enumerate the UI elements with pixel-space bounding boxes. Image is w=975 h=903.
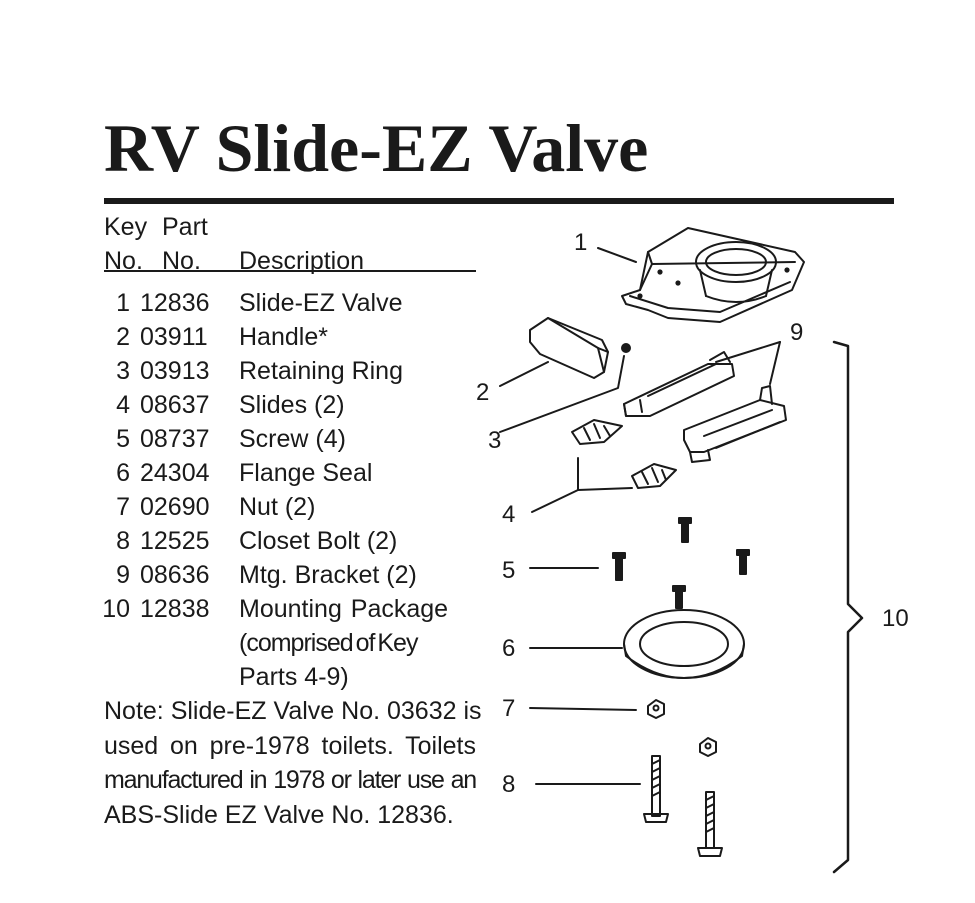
key-number: 5 bbox=[116, 425, 130, 453]
callout-6: 6 bbox=[502, 635, 515, 662]
part-description-continued: Parts 4-9) bbox=[239, 663, 349, 691]
slide-illustration bbox=[631, 463, 677, 489]
part-description: Slides (2) bbox=[239, 391, 345, 419]
brace-mounting-package bbox=[832, 340, 864, 874]
part-description: Mounting Package bbox=[239, 595, 449, 623]
key-number: 7 bbox=[116, 493, 130, 521]
callout-3: 3 bbox=[488, 427, 501, 454]
header-rule bbox=[104, 270, 476, 272]
key-number: 6 bbox=[116, 459, 130, 487]
callout-4: 4 bbox=[502, 501, 515, 528]
handle-illustration bbox=[529, 317, 609, 379]
flange-seal-illustration bbox=[623, 609, 745, 679]
part-description: Mtg. Bracket (2) bbox=[239, 561, 417, 589]
note-paragraph: Note: Slide-EZ Valve No. 03632 is used o… bbox=[104, 694, 482, 832]
part-number: 08737 bbox=[140, 425, 210, 453]
part-number: 08636 bbox=[140, 561, 210, 589]
key-number: 9 bbox=[116, 561, 130, 589]
callout-9: 9 bbox=[790, 319, 803, 346]
part-number: 12525 bbox=[140, 527, 210, 555]
part-description: Nut (2) bbox=[239, 493, 316, 521]
callout-7: 7 bbox=[502, 695, 515, 722]
part-description-continued: (comprised of Key bbox=[239, 629, 418, 657]
note-line: used on pre-1978 toilets. Toilets bbox=[104, 731, 476, 760]
mounting-bracket-illustration bbox=[683, 385, 787, 463]
callout-2: 2 bbox=[476, 379, 489, 406]
key-number: 3 bbox=[116, 357, 130, 385]
part-number: 02690 bbox=[140, 493, 210, 521]
screw-illustration bbox=[612, 517, 750, 609]
part-description: Retaining Ring bbox=[239, 357, 403, 385]
leader-lines bbox=[499, 247, 781, 785]
note-line: ABS-Slide EZ Valve No. 12836. bbox=[104, 800, 454, 829]
part-description: Handle* bbox=[239, 323, 328, 351]
part-number: 12836 bbox=[140, 289, 210, 317]
note-line: Note: Slide-EZ Valve No. 03632 is bbox=[104, 697, 482, 725]
key-number: 2 bbox=[116, 323, 130, 351]
part-number: 03911 bbox=[140, 323, 208, 351]
part-number: 03913 bbox=[140, 357, 210, 385]
part-number: 12838 bbox=[140, 595, 210, 623]
slide-illustration bbox=[571, 419, 623, 445]
part-description: Slide-EZ Valve bbox=[239, 289, 403, 317]
part-description: Flange Seal bbox=[239, 459, 373, 487]
part-number: 08637 bbox=[140, 391, 210, 419]
page-title: RV Slide-EZ Valve bbox=[104, 110, 649, 186]
title-rule bbox=[104, 198, 894, 204]
callout-8: 8 bbox=[502, 771, 515, 798]
key-number: 10 bbox=[102, 595, 130, 623]
exploded-parts-diagram: 1 2 3 4 5 6 7 8 9 10 bbox=[476, 227, 909, 874]
part-description: Screw (4) bbox=[239, 425, 346, 453]
part-description: Closet Bolt (2) bbox=[239, 527, 398, 555]
note-line: manufactured in 1978 or later use an bbox=[104, 766, 477, 794]
nut-illustration bbox=[647, 699, 717, 757]
header-part-label: Part bbox=[162, 213, 208, 241]
key-number: 8 bbox=[116, 527, 130, 555]
part-number: 24304 bbox=[140, 459, 210, 487]
key-number: 4 bbox=[116, 391, 130, 419]
callout-10: 10 bbox=[882, 605, 909, 632]
retaining-ring-illustration bbox=[621, 343, 631, 353]
mounting-bracket-illustration bbox=[623, 351, 735, 417]
key-number: 1 bbox=[116, 289, 130, 317]
callout-1: 1 bbox=[574, 229, 587, 256]
valve-body-illustration bbox=[621, 227, 805, 323]
header-key-label: Key bbox=[104, 213, 148, 241]
closet-bolt-illustration bbox=[643, 755, 723, 857]
callout-5: 5 bbox=[502, 557, 515, 584]
